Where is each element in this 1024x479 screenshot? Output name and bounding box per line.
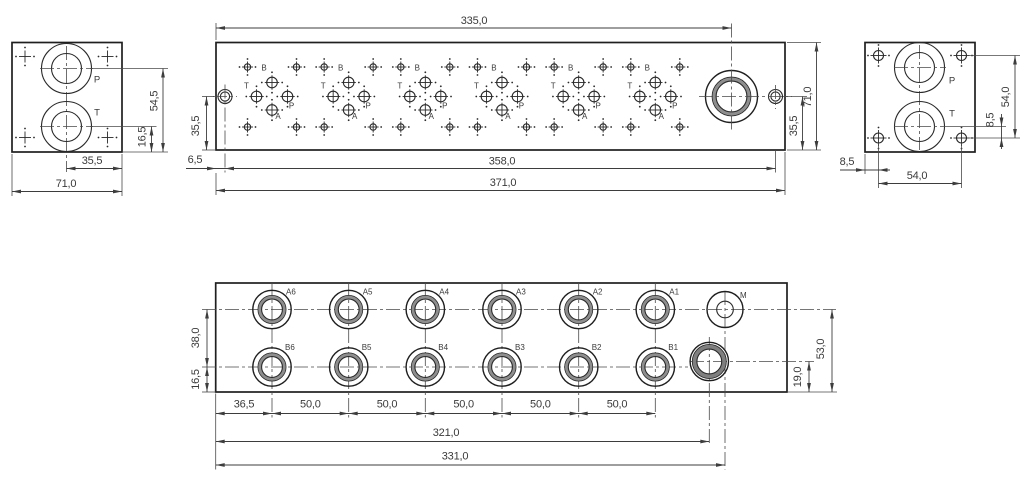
valve-station-3: B T PA [391, 58, 459, 136]
dim-to-main-port: 335,0 [461, 15, 488, 27]
port-a-label: A6 [286, 288, 296, 297]
station-p-label: P [672, 102, 677, 111]
station-a-label: A [429, 112, 435, 121]
station-b-label: B [491, 64, 496, 73]
dim-pin-offset: 6,5 [188, 154, 203, 166]
port-b-label: B1 [668, 343, 678, 352]
dim-to-outlet: 321,0 [433, 427, 460, 439]
dim-pitch: 50,0 [453, 399, 474, 411]
station-a-label: A [582, 112, 588, 121]
station-a-label: A [659, 112, 665, 121]
top-view: BTPABTPABTPABTPABTPABTPA335,0358,06,5371… [186, 15, 821, 195]
dim-p-to-bottom: 54,5 [149, 91, 161, 112]
dim-right-pin: 35,5 [788, 116, 800, 137]
port-a-label: A2 [593, 288, 603, 297]
station-a-label: A [505, 112, 511, 121]
port-m-label: M [740, 291, 747, 300]
dim-hole-rows: 54,0 [1000, 87, 1012, 108]
dim-first-pitch: 36,5 [234, 399, 255, 411]
station-p-label: P [289, 102, 294, 111]
station-a-label: A [275, 112, 281, 121]
station-b-label: B [338, 64, 343, 73]
dim-height: 71,0 [802, 87, 814, 108]
left-side-view: P T 54,5 16,5 35,5 71,0 [11, 41, 168, 196]
port-a4 [405, 289, 446, 330]
block-outline [214, 282, 788, 393]
dim-row-gap: 38,0 [190, 328, 202, 349]
port-a-label: A4 [439, 288, 449, 297]
port-b6 [252, 347, 292, 387]
port-a5 [328, 289, 369, 330]
dim-pitch: 50,0 [377, 399, 398, 411]
port-a1 [635, 289, 676, 330]
station-b-label: B [415, 64, 420, 73]
dim-edge-to-hole: 8,5 [840, 156, 855, 168]
port-b1 [635, 347, 676, 387]
dim-center-to-edge: 35,5 [82, 155, 103, 167]
station-t-label: T [397, 82, 402, 91]
port-b-label: B2 [592, 343, 602, 352]
port-m [706, 290, 744, 329]
dim-b-row: 16,5 [190, 369, 202, 390]
dim-pitch: 50,0 [300, 399, 321, 411]
port-a-label: A5 [363, 288, 373, 297]
station-p-label: P [365, 102, 370, 111]
station-t-label: T [551, 82, 556, 91]
port-t-label: T [94, 108, 100, 119]
dim-left-pin: 35,5 [190, 116, 202, 137]
port-a-label: A3 [516, 288, 526, 297]
station-a-label: A [352, 112, 358, 121]
dim-pitch: 50,0 [530, 399, 551, 411]
dim-pitch: 50,0 [607, 399, 628, 411]
port-t-label: T [949, 109, 955, 120]
dim-pin-to-pin: 358,0 [489, 156, 516, 168]
port-b-label: B5 [362, 343, 372, 352]
port-b-label: B4 [438, 343, 448, 352]
port-a3 [482, 289, 522, 330]
station-t-label: T [244, 82, 249, 91]
dim-width: 71,0 [56, 178, 77, 190]
port-b-label: B3 [515, 343, 525, 352]
block-outline [11, 41, 123, 153]
station-b-label: B [645, 64, 650, 73]
dim-length: 371,0 [490, 177, 517, 189]
station-p-label: P [595, 102, 600, 111]
station-t-label: T [321, 82, 326, 91]
port-b-label: B6 [285, 343, 295, 352]
valve-station-6: B T PA [621, 58, 689, 136]
dim-to-gauge: 331,0 [442, 451, 469, 463]
valve-station-4: B T PA [468, 58, 536, 136]
station-t-label: T [627, 82, 632, 91]
port-b4 [405, 347, 446, 387]
port-a6 [252, 289, 292, 330]
valve-station-1: B T PA [238, 58, 306, 136]
port-b5 [328, 347, 369, 387]
valve-station-5: B T PA [545, 58, 613, 136]
station-b-label: B [261, 64, 266, 73]
station-b-label: B [568, 64, 573, 73]
port-a-label: A1 [669, 288, 679, 297]
port-a2 [558, 289, 599, 330]
dim-hole-cols: 54,0 [907, 170, 928, 182]
valve-station-2: B T PA [315, 58, 383, 136]
dim-outlet-height: 19,0 [792, 367, 804, 388]
dim-gauge-height: 53,0 [815, 339, 827, 360]
station-p-label: P [519, 102, 524, 111]
port-b2 [558, 347, 599, 387]
dim-t-to-bottom: 16,5 [137, 127, 149, 148]
station-p-label: P [442, 102, 447, 111]
port-p-label: P [94, 75, 100, 86]
dim-t-to-hole: 8,5 [985, 113, 997, 128]
port-p-label: P [949, 76, 955, 87]
port-b3 [482, 347, 522, 387]
station-t-label: T [474, 82, 479, 91]
port-outlet [689, 341, 730, 382]
